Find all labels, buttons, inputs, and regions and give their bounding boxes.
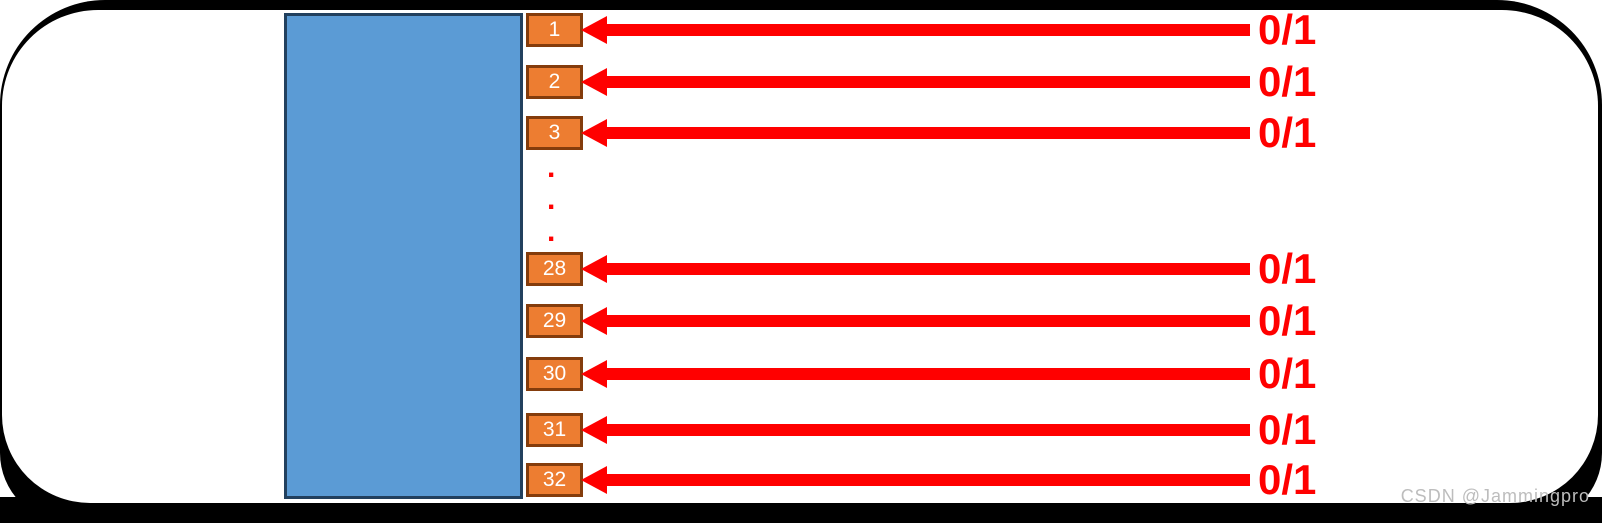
arrow-left-icon: [581, 68, 607, 96]
pin-box: 32: [526, 463, 583, 497]
pin-value-label: 0/1: [1258, 6, 1317, 53]
pin-value-label: 0/1: [1258, 297, 1317, 344]
pin-value-label: 0/1: [1258, 350, 1317, 397]
pin-number: 1: [548, 18, 561, 41]
arrow-shaft: [607, 368, 1250, 380]
pin-box: 29: [526, 304, 583, 338]
pin-value-label: 0/1: [1258, 245, 1317, 292]
pin-box: 28: [526, 252, 583, 286]
pin-box: 31: [526, 413, 583, 447]
pin-number: 31: [542, 418, 567, 441]
pin-value-label: 0/1: [1258, 406, 1317, 453]
ellipsis-dot: .: [547, 151, 556, 184]
arrow-left-icon: [581, 466, 607, 494]
arrow-left-icon: [581, 16, 607, 44]
arrow-shaft: [607, 127, 1250, 139]
pin-box: 2: [526, 65, 583, 99]
arrow-shaft: [607, 315, 1250, 327]
pin-row: 3 0/1: [526, 109, 1586, 156]
pin-row: 31 0/1: [526, 406, 1586, 453]
memory-block: [284, 13, 523, 499]
pin-row: 30 0/1: [526, 350, 1586, 397]
pin-box: 3: [526, 116, 583, 150]
watermark: CSDN @Jammingpro: [1400, 486, 1590, 506]
arrow-shaft: [607, 263, 1250, 275]
pin-number: 32: [542, 468, 567, 491]
pin-row: 28 0/1: [526, 245, 1586, 292]
pin-number: 2: [548, 70, 561, 93]
arrow-left-icon: [581, 119, 607, 147]
pin-value-label: 0/1: [1258, 109, 1317, 156]
pin-number: 29: [542, 309, 567, 332]
pin-number: 30: [542, 362, 567, 385]
arrow-shaft: [607, 76, 1250, 88]
pin-row: 32 0/1: [526, 456, 1586, 503]
arrow-left-icon: [581, 307, 607, 335]
pin-row: 1 0/1: [526, 6, 1586, 53]
arrow-shaft: [607, 474, 1250, 486]
arrow-shaft: [607, 24, 1250, 36]
pin-box: 30: [526, 357, 583, 391]
content-panel: [2, 10, 1598, 503]
pin-row: 2 0/1: [526, 58, 1586, 105]
pin-value-label: 0/1: [1258, 58, 1317, 105]
pin-number: 3: [548, 121, 561, 144]
ellipsis-dot: .: [547, 215, 556, 248]
pin-number: 28: [542, 257, 567, 280]
arrow-shaft: [607, 424, 1250, 436]
pin-value-label: 0/1: [1258, 456, 1317, 503]
arrow-left-icon: [581, 416, 607, 444]
pin-row: 29 0/1: [526, 297, 1586, 344]
arrow-left-icon: [581, 255, 607, 283]
pin-box: 1: [526, 13, 583, 47]
vertical-ellipsis: . . .: [547, 151, 557, 248]
arrow-left-icon: [581, 360, 607, 388]
ellipsis-dot: .: [547, 183, 556, 216]
